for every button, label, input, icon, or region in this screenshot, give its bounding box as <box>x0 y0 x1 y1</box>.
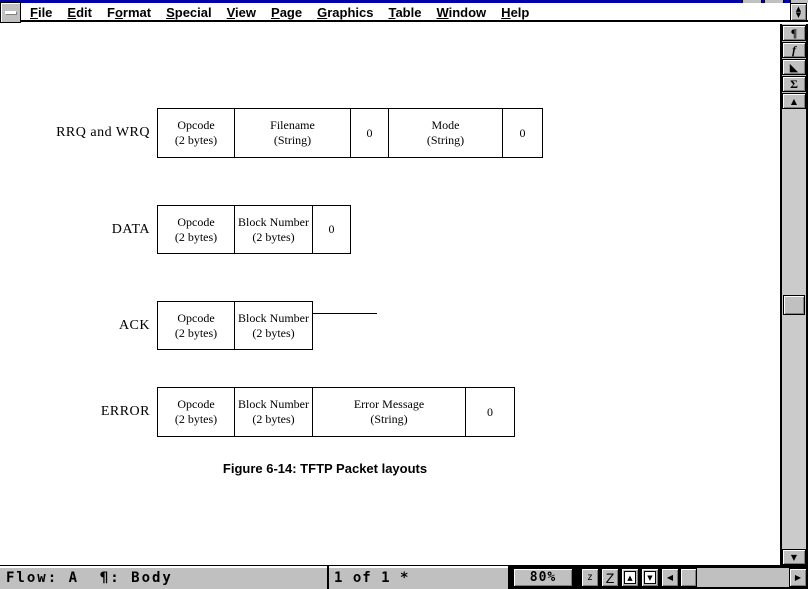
zoom-in-button[interactable]: Z <box>601 568 619 587</box>
paragraph-tools-button[interactable]: ¶ <box>782 25 806 41</box>
field-block-number: Block Number(2 bytes) <box>235 206 313 253</box>
field-opcode: Opcode(2 bytes) <box>158 388 235 436</box>
drawing-tools-button[interactable]: ◣ <box>782 59 806 75</box>
arrow-left-icon: ◀ <box>666 573 674 582</box>
zoom-controls: 80% z Z ▲ ▼ ◀ ▶ <box>508 566 808 589</box>
field-mode: Mode(String) <box>389 109 503 157</box>
menu-edit[interactable]: Edit <box>67 5 92 20</box>
zoom-out-button[interactable]: z <box>581 568 599 587</box>
menu-graphics[interactable]: Graphics <box>317 5 374 20</box>
field-opcode: Opcode(2 bytes) <box>158 109 235 157</box>
field-block-number: Block Number(2 bytes) <box>235 388 313 436</box>
scroll-down-button[interactable]: ▼ <box>782 549 806 565</box>
control-menu-dash-icon <box>5 11 16 14</box>
menu-items: File Edit Format Special View Page Graph… <box>30 3 529 22</box>
restore-button[interactable]: ▲ ▼ <box>790 3 807 21</box>
page-indicator: 1 of 1 * <box>334 570 410 586</box>
italic-f-icon: f <box>792 42 796 57</box>
field-opcode: Opcode(2 bytes) <box>158 302 235 349</box>
menu-table[interactable]: Table <box>388 5 422 20</box>
flow-indicator: Flow: A ¶: Body <box>6 570 173 586</box>
equations-button[interactable]: Σ <box>782 76 806 92</box>
menu-page[interactable]: Page <box>271 5 303 20</box>
status-separator <box>327 566 329 589</box>
figure-caption: Figure 6-14: TFTP Packet layouts <box>222 461 428 476</box>
titlebar-sliver <box>0 0 808 3</box>
arrow-up-icon: ▲ <box>795 5 802 13</box>
packet-row-label-data: DATA <box>111 221 150 237</box>
page-up-icon: ▲ <box>624 571 636 584</box>
stray-horizontal-line <box>313 313 377 314</box>
arrow-down-icon: ▼ <box>790 552 798 562</box>
sigma-icon: Σ <box>790 76 798 91</box>
arrow-right-icon: ▶ <box>794 573 802 582</box>
packet-row-label-error: ERROR <box>100 404 150 419</box>
vertical-scrollbar-track[interactable] <box>782 109 806 549</box>
status-bar: Flow: A ¶: Body 1 of 1 * 80% z Z ▲ ▼ ◀ ▶ <box>0 565 808 589</box>
field-zero: 0 <box>351 109 389 157</box>
horizontal-scrollbar-track[interactable] <box>697 568 789 587</box>
menu-help[interactable]: Help <box>501 5 530 20</box>
pilcrow-icon: ¶ <box>790 25 798 40</box>
menu-file[interactable]: File <box>30 5 53 20</box>
field-zero: 0 <box>328 222 335 236</box>
packet-row-ack: Opcode(2 bytes) Block Number(2 bytes) <box>157 301 313 350</box>
previous-page-button[interactable]: ▲ <box>621 568 639 587</box>
scroll-right-button[interactable]: ▶ <box>789 568 807 587</box>
titlebar-button-stub <box>742 0 762 3</box>
horizontal-scrollbar-thumb[interactable] <box>680 568 697 587</box>
menu-window[interactable]: Window <box>436 5 487 20</box>
field-error-message: Error Message(String) <box>313 388 466 436</box>
packet-row-label-ack: ACK <box>118 317 150 333</box>
packet-row-error: Opcode(2 bytes) Block Number(2 bytes) Er… <box>157 387 515 437</box>
packet-row-rrq-wrq: Opcode(2 bytes) Filename(String) 0 Mode(… <box>157 108 543 158</box>
page-down-icon: ▼ <box>644 571 656 584</box>
field-opcode: Opcode(2 bytes) <box>158 206 235 253</box>
titlebar-button-stub <box>790 0 808 3</box>
titlebar-button-stub <box>764 0 784 3</box>
right-toolbar-and-scrollbar: ¶ f ◣ Σ ▲ ▼ <box>780 24 808 565</box>
menu-bar: File Edit Format Special View Page Graph… <box>0 2 808 23</box>
field-block-number: Block Number(2 bytes) <box>238 310 309 340</box>
packet-row-data: Opcode(2 bytes) Block Number(2 bytes) 0 <box>157 205 351 254</box>
menu-format[interactable]: Format <box>106 5 152 20</box>
packet-row-label-rrq-wrq: RRQ and WRQ <box>56 125 150 140</box>
triangle-icon: ◣ <box>789 60 799 74</box>
scroll-left-button[interactable]: ◀ <box>661 568 679 587</box>
menu-view[interactable]: View <box>226 5 257 20</box>
vertical-scrollbar-thumb[interactable] <box>783 295 805 315</box>
menu-special[interactable]: Special <box>166 5 212 20</box>
character-tools-button[interactable]: f <box>782 42 806 58</box>
zoom-level-button[interactable]: 80% <box>513 568 573 587</box>
field-filename: Filename(String) <box>235 109 351 157</box>
next-page-button[interactable]: ▼ <box>641 568 659 587</box>
document-canvas: RRQ and WRQ Opcode(2 bytes) Filename(Str… <box>0 24 780 565</box>
arrow-up-icon: ▲ <box>790 96 798 106</box>
scroll-up-button[interactable]: ▲ <box>782 93 806 109</box>
field-zero: 0 <box>487 404 493 419</box>
control-menu-button[interactable] <box>0 2 21 23</box>
field-zero: 0 <box>519 125 526 140</box>
arrow-down-icon: ▼ <box>795 11 802 19</box>
